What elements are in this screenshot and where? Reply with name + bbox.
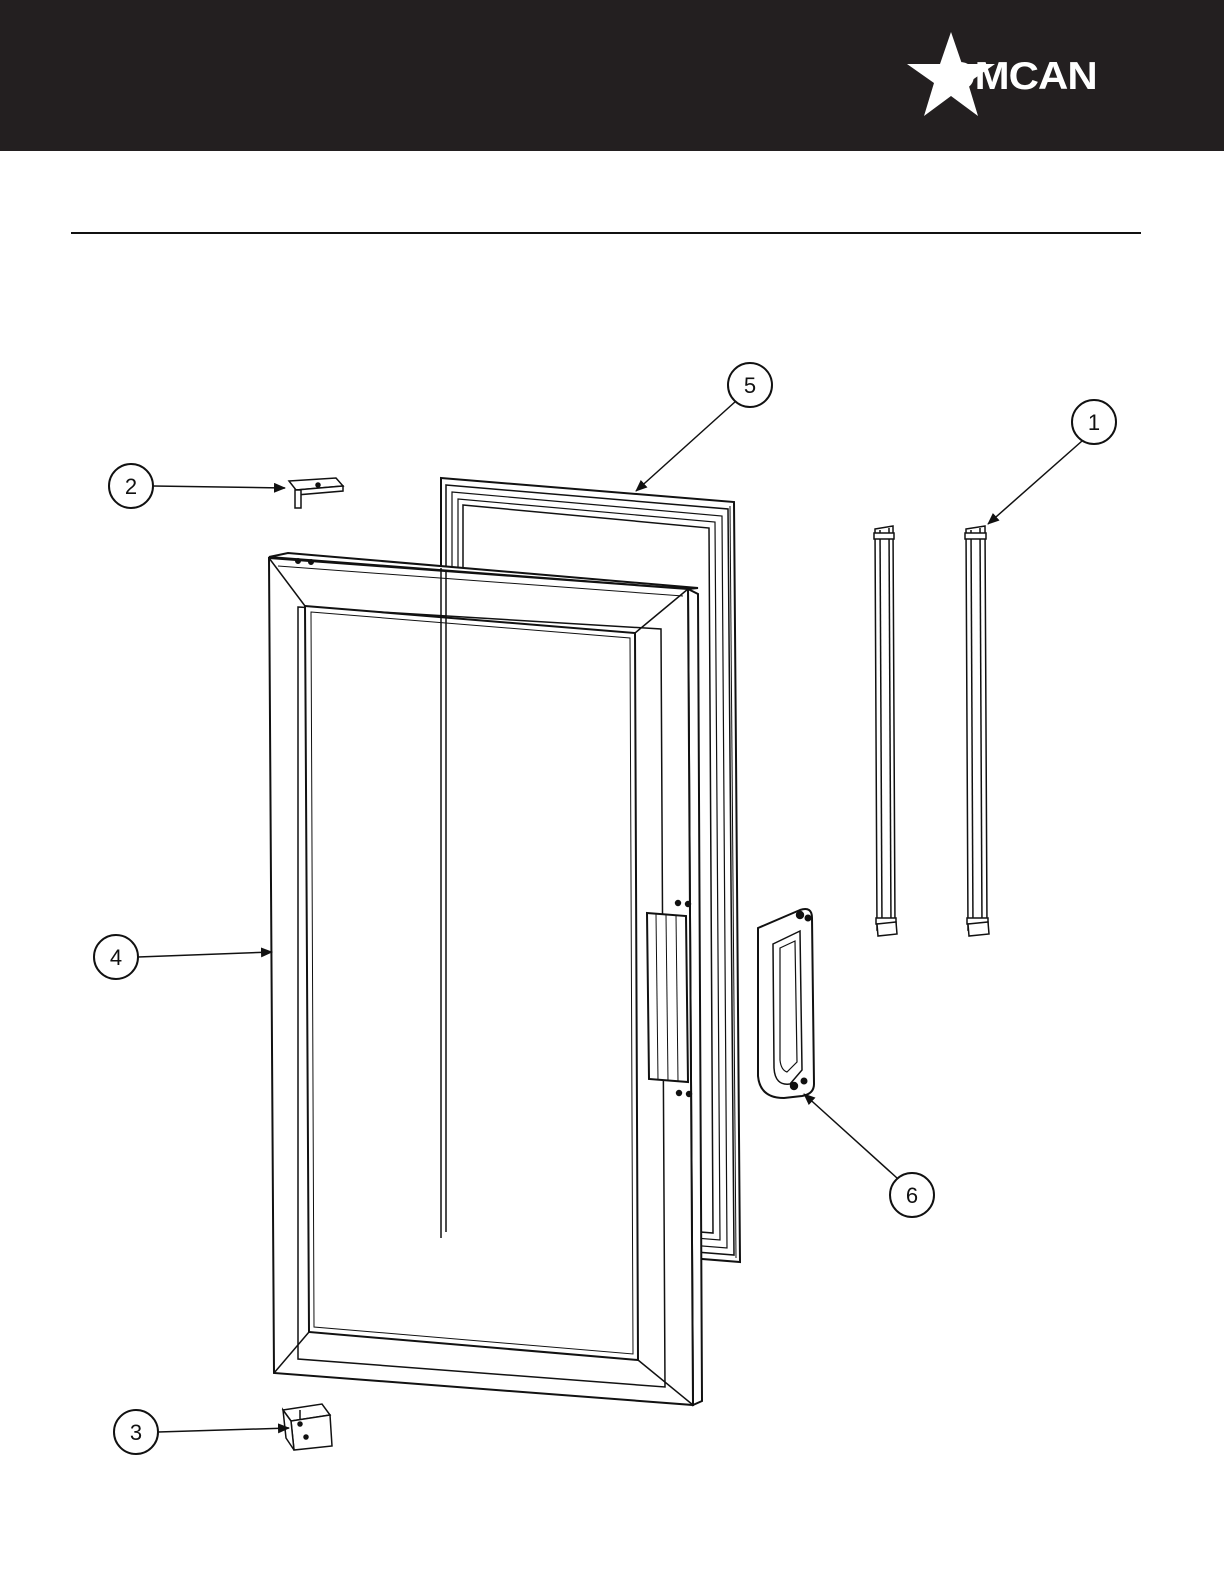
part-top-hinge: [289, 478, 343, 508]
callout-label-3: 3: [130, 1420, 142, 1445]
callout-3: 3: [114, 1410, 289, 1454]
part-bottom-hinge: [283, 1404, 332, 1450]
part-frame-strip-left: [874, 526, 897, 936]
callout-label-5: 5: [744, 373, 756, 398]
callout-4: 4: [94, 935, 272, 979]
callout-5: 5: [636, 363, 772, 491]
callout-label-2: 2: [125, 474, 137, 499]
part-door-handle: [758, 909, 814, 1098]
callout-1: 1: [988, 400, 1116, 524]
callout-label-1: 1: [1088, 410, 1100, 435]
callout-2: 2: [109, 464, 285, 508]
part-frame-strip-right: [965, 526, 989, 936]
callout-label-4: 4: [110, 945, 122, 970]
callout-6: 6: [804, 1094, 934, 1217]
part-door-frame: [269, 553, 702, 1405]
callout-label-6: 6: [906, 1183, 918, 1208]
